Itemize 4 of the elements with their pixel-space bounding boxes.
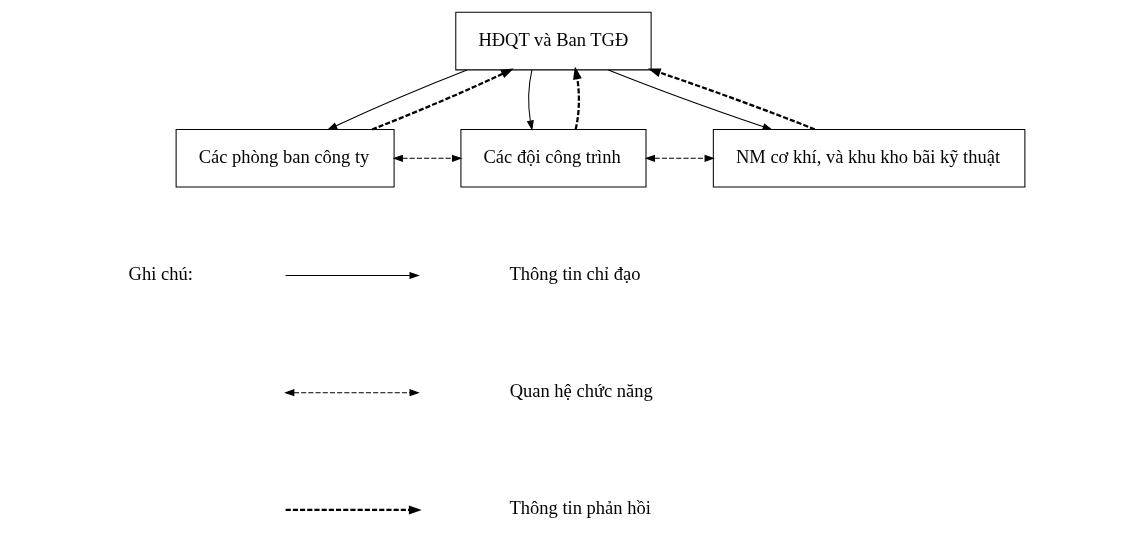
legend-label: Thông tin phản hồi xyxy=(509,498,651,519)
label: Ghi chú: xyxy=(128,264,193,285)
legend-label: Quan hệ chức năng xyxy=(509,381,653,402)
legend-label: Thông tin chỉ đạo xyxy=(509,264,641,285)
